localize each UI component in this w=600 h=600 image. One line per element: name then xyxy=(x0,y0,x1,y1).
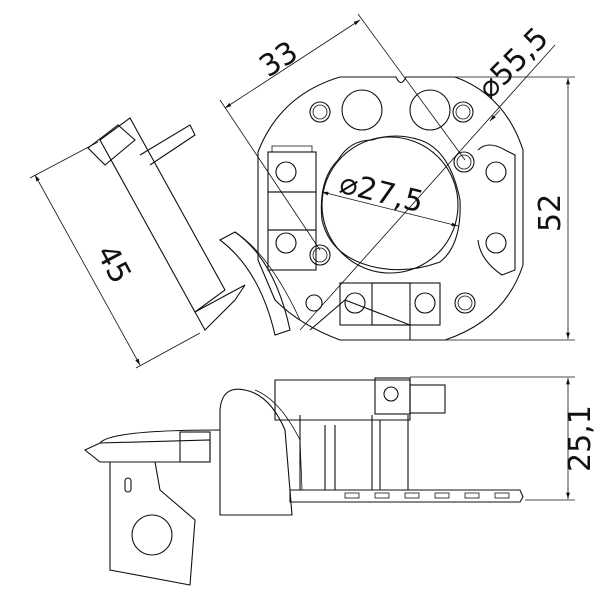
dim-52-label: 52 xyxy=(533,194,568,232)
dimension-52: 52 xyxy=(445,76,575,341)
dimension-33: 33 xyxy=(219,13,466,251)
holes xyxy=(275,89,507,314)
dimension-27-5: ⌀27,5 xyxy=(321,166,459,227)
dimension-55-5: ⌀55,5 xyxy=(299,21,556,331)
dim-25-1-label: 25,1 xyxy=(563,405,598,472)
dim-55-5-label: ⌀55,5 xyxy=(471,21,556,106)
plate-outline xyxy=(257,76,524,341)
dim-45-label: 45 xyxy=(89,239,138,289)
dimension-25-1: 25,1 xyxy=(410,376,598,501)
dim-33-label: 33 xyxy=(253,35,304,85)
side-sleeve xyxy=(87,117,301,336)
dim-27-5-label: ⌀27,5 xyxy=(336,166,427,220)
dimension-45: 45 xyxy=(29,141,201,369)
side-view xyxy=(83,377,524,586)
brush-box-top-left xyxy=(267,151,317,193)
